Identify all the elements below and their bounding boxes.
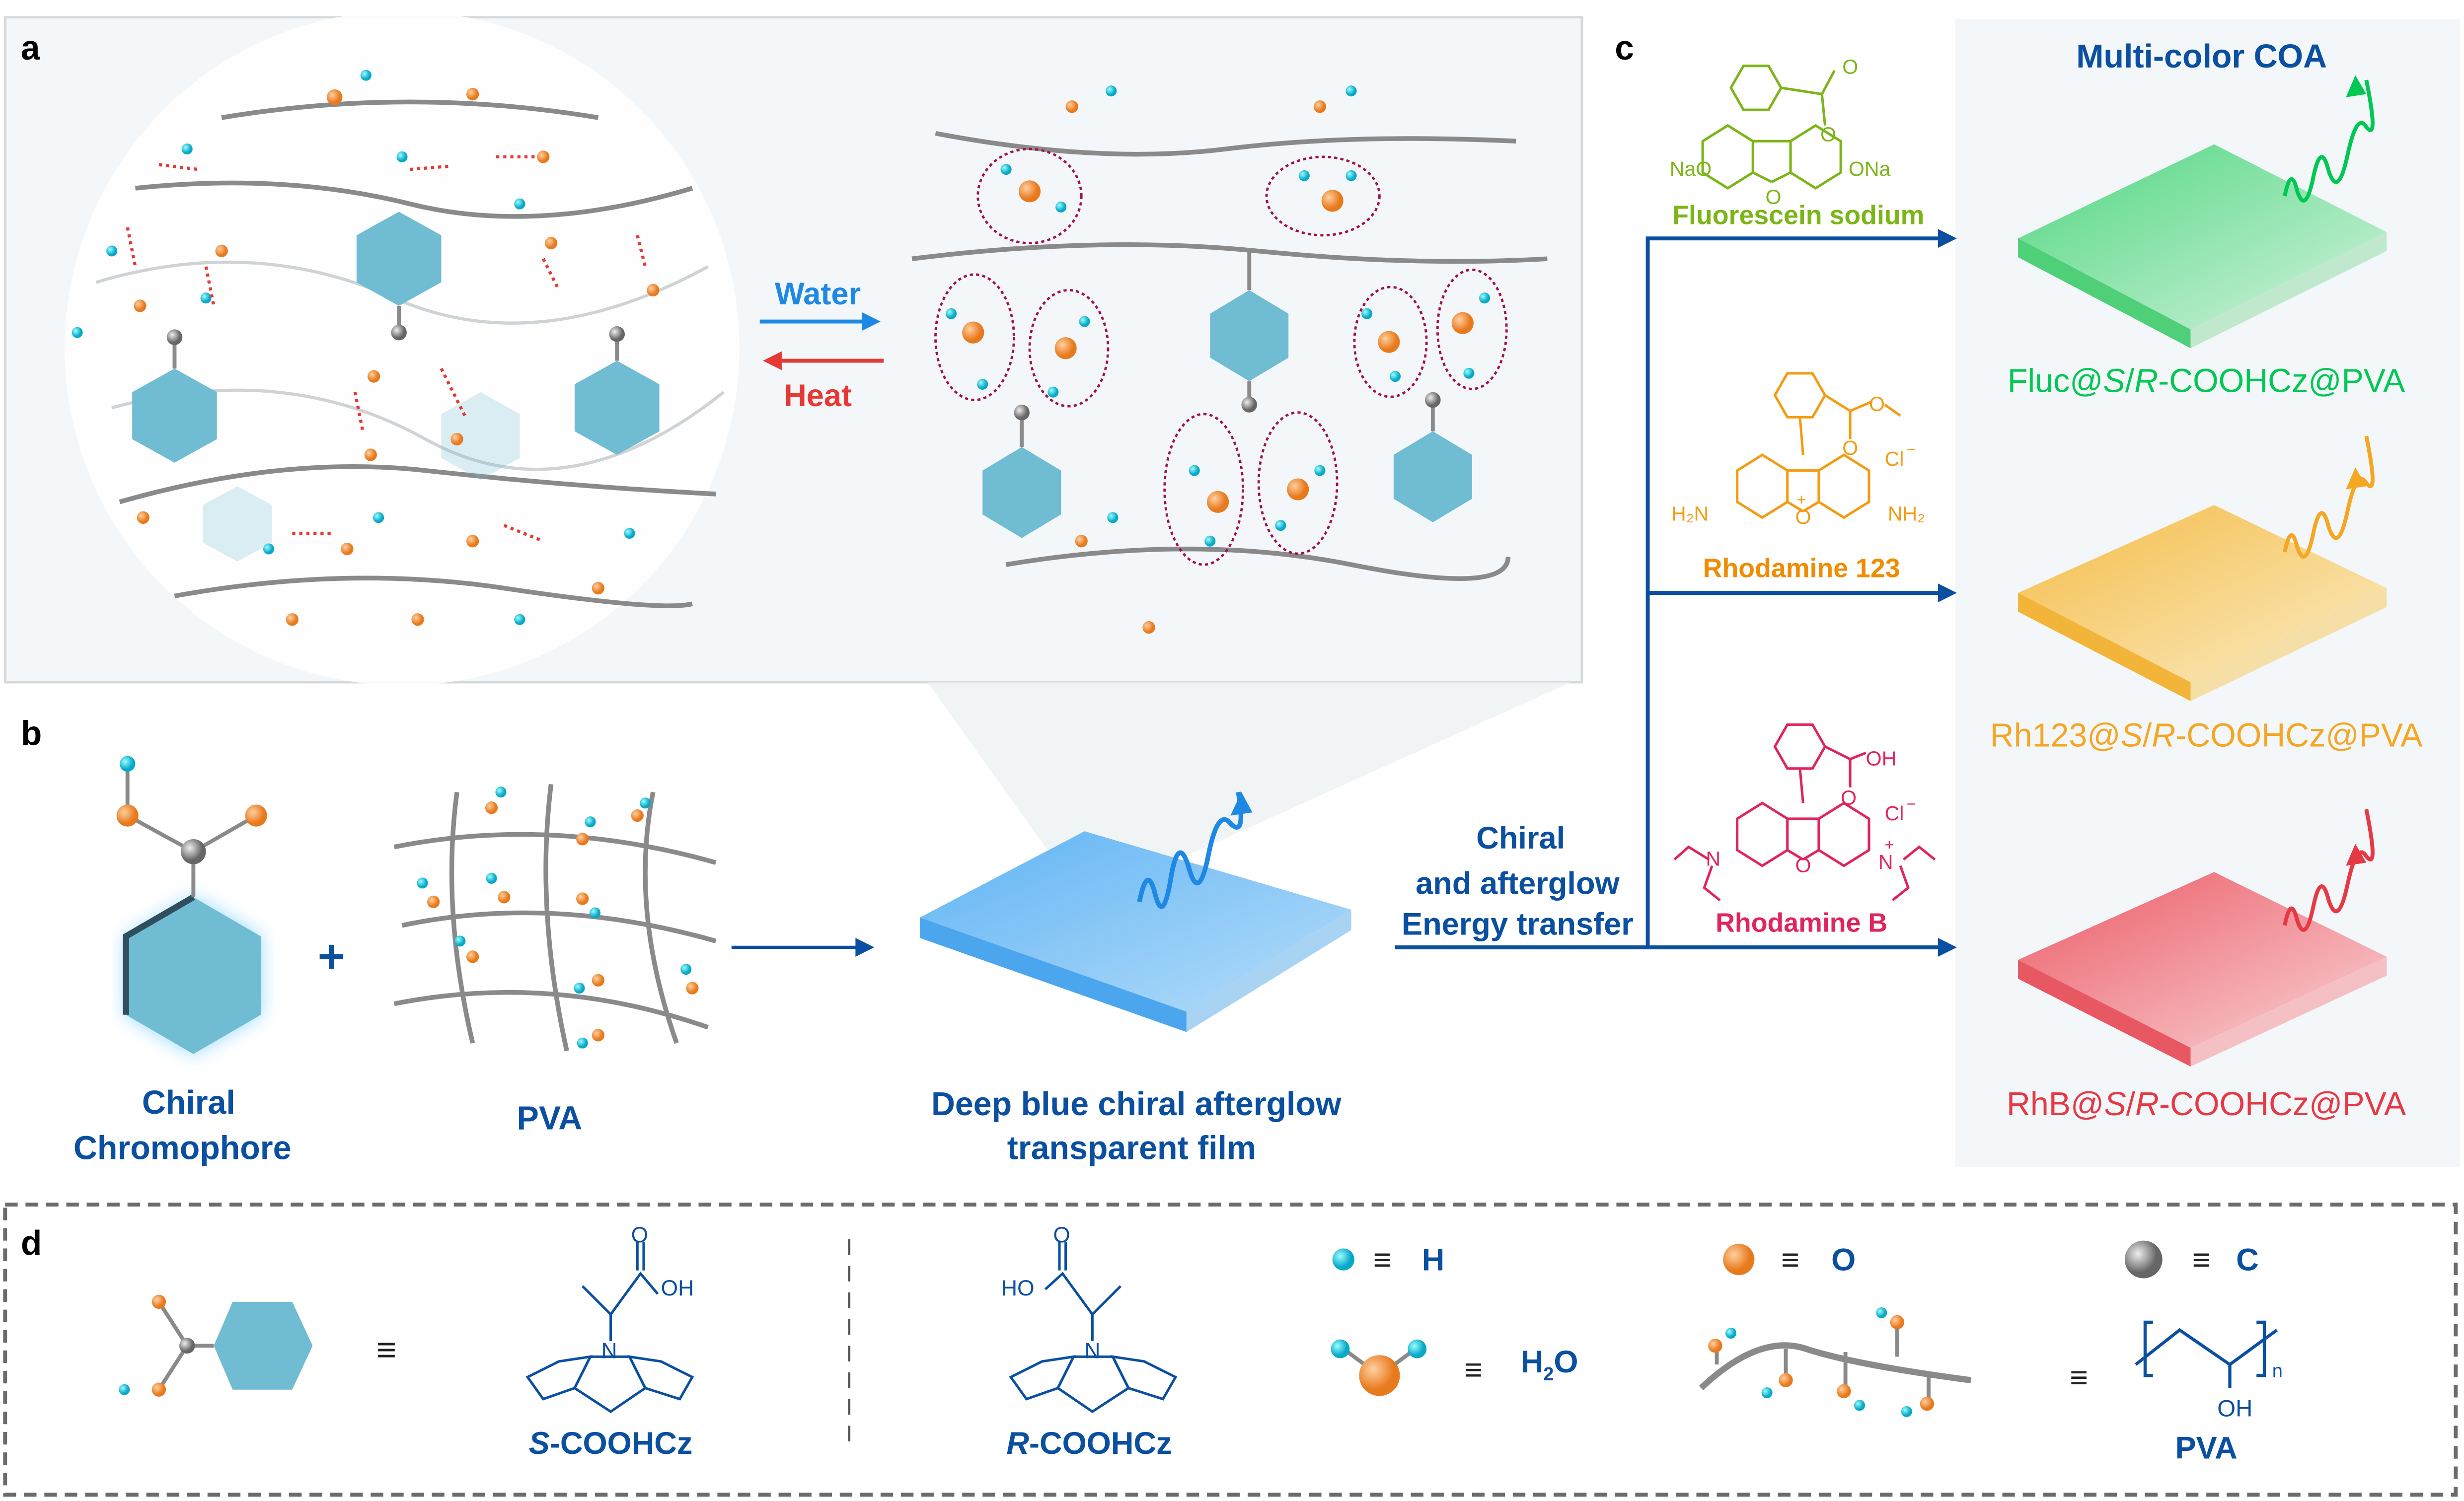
equiv-sign: ≡ — [2070, 1360, 2088, 1395]
equiv-sign: ≡ — [2192, 1243, 2211, 1278]
water-heat-arrows: Water Heat — [759, 277, 884, 413]
rh123-atom: + — [1797, 491, 1806, 508]
s-coohcz-structure — [525, 1242, 694, 1413]
heat-label: Heat — [784, 378, 852, 413]
rh123-atom: H₂N — [1671, 502, 1709, 525]
rhb-atom: Cl — [1885, 802, 1904, 825]
dye-name-fluorescein: Fluorescein sodium — [1672, 201, 1924, 230]
r-coohcz-label: R-COOHCz — [1006, 1426, 1172, 1461]
panel-c-label: c — [1615, 28, 1634, 67]
fluorescein-structure — [1701, 65, 1842, 190]
dry-network — [65, 11, 740, 686]
r-coohcz-structure — [1009, 1242, 1178, 1413]
equiv-sign: ≡ — [1781, 1243, 1799, 1278]
yellow-film — [2018, 435, 2387, 701]
emission-wave-icon — [1137, 791, 1244, 909]
fluorescein-atom: NaO — [1670, 157, 1712, 180]
s-atom: OH — [661, 1276, 694, 1300]
carbon-atom-icon — [2124, 1240, 2163, 1279]
fluorescein-atom: ONa — [1849, 157, 1891, 180]
chromophore-label-line2: Chromophore — [74, 1130, 292, 1166]
rhodamine-b-structure — [1673, 723, 1936, 902]
film-label-line1: Deep blue chiral afterglow — [931, 1086, 1342, 1123]
panel-d: d ≡ O OH N S-COOHCz — [3, 1203, 2458, 1497]
dye-name-rhodamine-b: Rhodamine B — [1716, 908, 1887, 937]
panel-a: a — [3, 11, 1583, 902]
plus-sign: + — [318, 930, 345, 983]
r-atom: HO — [1001, 1276, 1034, 1300]
film-label-line2: transparent film — [1007, 1130, 1256, 1166]
branch-arrows — [1395, 236, 1940, 949]
water-label: H2O — [1521, 1345, 1578, 1385]
wet-network — [911, 85, 1548, 634]
red-film — [2018, 809, 2387, 1067]
rh123-atom: Cl — [1885, 447, 1904, 470]
equiv-sign: ≡ — [1373, 1243, 1392, 1278]
equiv-sign: ≡ — [1464, 1353, 1483, 1387]
rh123-atom: O — [1842, 436, 1858, 459]
s-atom: N — [601, 1339, 617, 1363]
water-molecule-icon — [1331, 1339, 1427, 1396]
s-atom: O — [631, 1223, 648, 1247]
transfer-label-line1: Chiral — [1476, 821, 1565, 856]
panel-d-label: d — [21, 1223, 42, 1262]
hydrogen-atom-icon — [1332, 1248, 1354, 1271]
rhb-atom: N — [1878, 851, 1893, 873]
emission-wave-icon — [2283, 435, 2375, 559]
s-coohcz-label: S-COOHCz — [529, 1426, 693, 1461]
r-atom: O — [1053, 1223, 1070, 1247]
rhb-atom: N — [1706, 848, 1720, 870]
rhb-atom: OH — [1866, 747, 1897, 770]
fluorescein-atom: O — [1766, 186, 1782, 209]
chiral-chromophore-model — [116, 756, 267, 1054]
water-label: Water — [775, 277, 861, 311]
rh123-atom: O — [1869, 393, 1885, 416]
pva-structure-label: PVA — [2175, 1431, 2238, 1466]
chromophore-label-line1: Chiral — [142, 1084, 235, 1121]
pva-n: n — [2272, 1360, 2283, 1381]
panel-c: c Multi-color COA Chiral and afterglow E… — [1395, 18, 2461, 1167]
panel-b: b Chiral Chromophore + PVA — [21, 714, 1351, 1166]
panel-b-label: b — [21, 714, 42, 752]
fluorescein-atom: O — [1842, 55, 1858, 78]
pva-oh: OH — [2217, 1395, 2252, 1422]
rhb-atom: O — [1841, 786, 1857, 809]
chromophore-symbol — [119, 1294, 313, 1397]
rh123-atom: NH₂ — [1888, 502, 1925, 525]
emission-wave-icon — [2283, 809, 2375, 932]
pva-network-model — [393, 784, 717, 1052]
dye-name-rhodamine-123: Rhodamine 123 — [1703, 553, 1900, 583]
rh123-atom: O — [1795, 505, 1811, 528]
green-film — [2018, 75, 2387, 349]
pva-label: PVA — [517, 1100, 582, 1137]
carbon-label: C — [2236, 1243, 2259, 1278]
oxygen-label: O — [1831, 1243, 1856, 1278]
transfer-label-line3: Energy transfer — [1402, 907, 1634, 942]
emission-wave-icon — [2283, 79, 2375, 203]
blue-afterglow-film — [919, 791, 1351, 1032]
pva-structure — [2135, 1320, 2278, 1388]
legend-box — [3, 1203, 2458, 1497]
equiv-sign: ≡ — [376, 1330, 397, 1369]
multicolor-title: Multi-color COA — [2076, 38, 2327, 75]
rhb-atom: − — [1907, 795, 1916, 813]
hydrogen-label: H — [1422, 1243, 1445, 1278]
rh123-atom: − — [1907, 440, 1916, 458]
oxygen-atom-icon — [1723, 1243, 1755, 1276]
rhb-atom: + — [1885, 836, 1894, 854]
rhb-atom: O — [1795, 854, 1811, 876]
product-label-fluc: Fluc@S/R-COOHCz@PVA — [2008, 363, 2405, 400]
pva-chain-icon — [1699, 1307, 1972, 1418]
product-label-rhb: RhB@S/R-COOHCz@PVA — [2007, 1086, 2406, 1123]
r-atom: N — [1085, 1339, 1101, 1363]
rhodamine-123-structure — [1736, 372, 1901, 519]
panel-a-label: a — [21, 28, 41, 67]
fluorescein-atom: O — [1820, 123, 1836, 145]
product-label-rh123: Rh123@S/R-COOHCz@PVA — [1990, 717, 2423, 754]
transfer-label-line2: and afterglow — [1416, 866, 1620, 901]
